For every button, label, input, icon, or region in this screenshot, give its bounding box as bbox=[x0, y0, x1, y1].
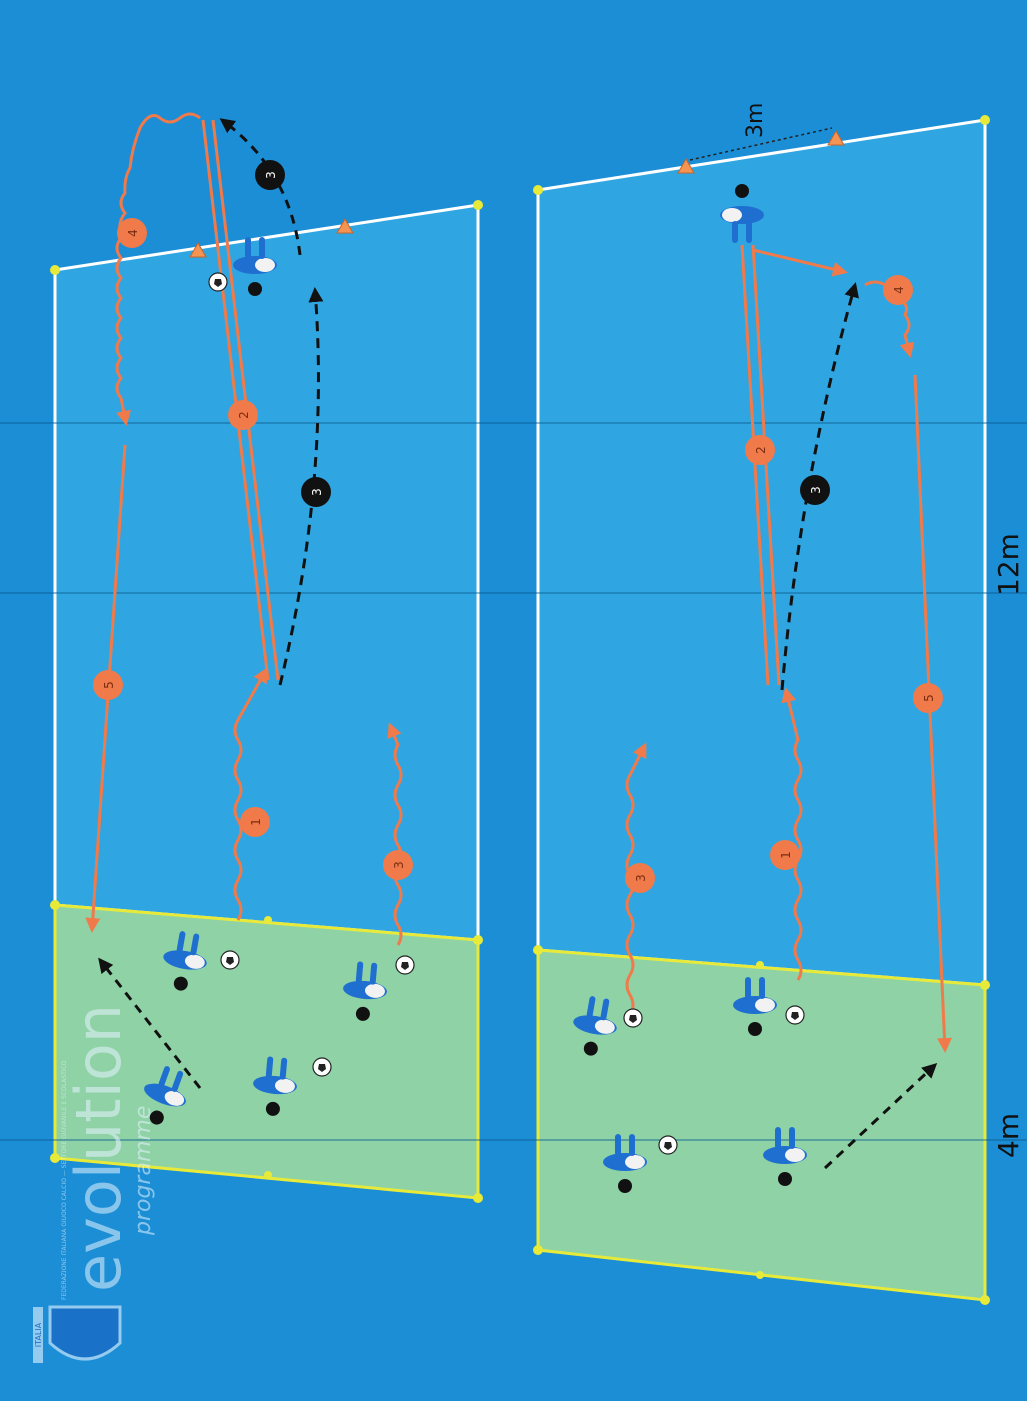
svg-text:ITALIA: ITALIA bbox=[34, 1322, 43, 1347]
ball-icon bbox=[221, 951, 239, 969]
ball-icon bbox=[396, 956, 414, 974]
step-badge-1-right: 1 bbox=[770, 840, 800, 870]
svg-text:2: 2 bbox=[237, 411, 251, 419]
ball-icon bbox=[786, 1006, 804, 1024]
dim-label-12m: 12m bbox=[992, 533, 1025, 596]
svg-text:1: 1 bbox=[779, 851, 793, 859]
step-badge-3-orange-left: 3 bbox=[383, 850, 413, 880]
ball-icon bbox=[624, 1009, 642, 1027]
ball-icon bbox=[659, 1136, 677, 1154]
brand-subtitle: programme bbox=[131, 1106, 156, 1236]
svg-text:3: 3 bbox=[264, 171, 278, 179]
svg-text:1: 1 bbox=[249, 818, 263, 826]
svg-text:3: 3 bbox=[809, 486, 823, 494]
svg-text:3: 3 bbox=[392, 861, 406, 869]
step-badge-1-left: 1 bbox=[240, 807, 270, 837]
svg-text:4: 4 bbox=[126, 229, 140, 237]
step-badge-3b-left: 3 bbox=[255, 160, 285, 190]
dim-label-4m: 4m bbox=[992, 1113, 1025, 1158]
ball-icon bbox=[209, 273, 227, 291]
svg-text:5: 5 bbox=[102, 681, 116, 689]
step-badge-2-right: 2 bbox=[745, 435, 775, 465]
step-badge-5-left: 5 bbox=[93, 670, 123, 700]
step-badge-3-right: 3 bbox=[800, 475, 830, 505]
svg-text:3: 3 bbox=[310, 488, 324, 496]
svg-text:4: 4 bbox=[892, 286, 906, 294]
step-badge-4-left: 4 bbox=[117, 218, 147, 248]
svg-text:5: 5 bbox=[922, 694, 936, 702]
step-badge-3-left: 3 bbox=[301, 477, 331, 507]
svg-text:3: 3 bbox=[634, 874, 648, 882]
brand-wordmark: evolution bbox=[62, 1004, 135, 1292]
step-badge-3-orange-right: 3 bbox=[625, 863, 655, 893]
dim-label-3m: 3m bbox=[743, 103, 768, 138]
step-badge-2-left: 2 bbox=[228, 400, 258, 430]
step-badge-4-right: 4 bbox=[883, 275, 913, 305]
ball-icon bbox=[313, 1058, 331, 1076]
svg-text:2: 2 bbox=[754, 446, 768, 454]
step-badge-5-right: 5 bbox=[913, 683, 943, 713]
brand-federation: FEDERAZIONE ITALIANA GIUOCO CALCIO — SET… bbox=[61, 1060, 68, 1300]
